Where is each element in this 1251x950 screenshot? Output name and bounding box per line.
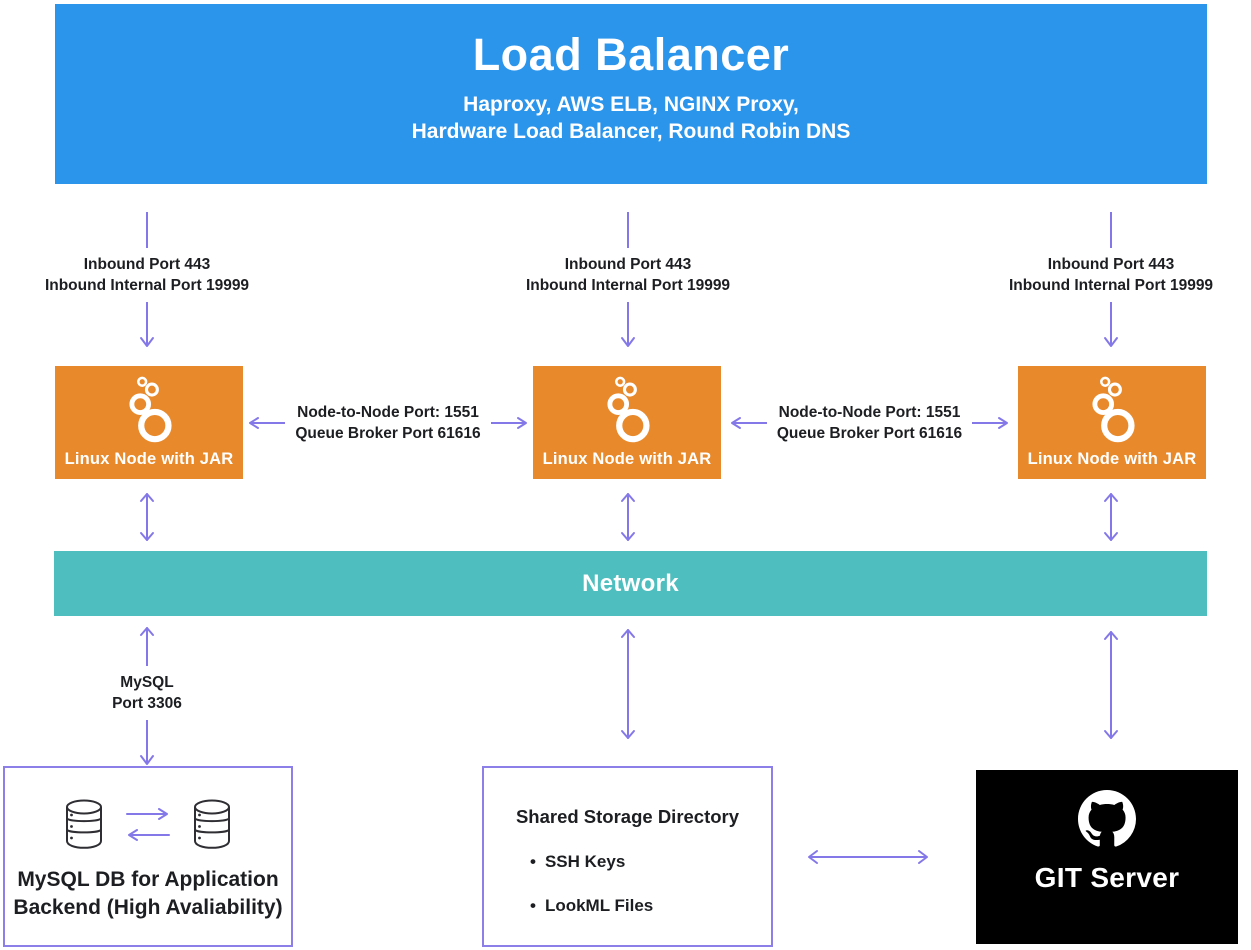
linux-node-box-1: Linux Node with JAR — [55, 366, 243, 479]
mysql-port-line2: Port 3306 — [112, 695, 182, 712]
node-link-line1: Node-to-Node Port: 1551 — [297, 404, 479, 421]
arrow-left-icon — [128, 828, 170, 841]
arrow-updown-icon — [1104, 631, 1118, 739]
inbound-port-line1: Inbound Port 443 — [83, 256, 211, 273]
arrow-updown-icon — [1104, 493, 1118, 541]
inbound-port-label: Inbound Port 443 Inbound Internal Port 1… — [1009, 254, 1213, 296]
node-label: Linux Node with JAR — [1027, 450, 1197, 468]
load-balancer-title: Load Balancer — [472, 29, 790, 80]
database-replication-graphic — [62, 798, 234, 850]
node-link-line2: Queue Broker Port 61616 — [776, 425, 963, 442]
mysql-db-box: MySQL DB for Application Backend (High A… — [3, 766, 293, 947]
looker-icon — [1092, 376, 1135, 443]
arrow-left-icon — [249, 417, 286, 429]
mysql-box-title-line2: Backend (High Avaliability) — [13, 896, 283, 919]
replication-arrows — [126, 807, 170, 841]
arrow-right-icon — [126, 807, 168, 820]
inbound-port-label: Inbound Port 443 Inbound Internal Port 1… — [526, 254, 730, 296]
looker-icon — [607, 376, 650, 443]
shared-storage-box: Shared Storage Directory • SSH Keys • Look… — [482, 766, 773, 947]
node-link-2: Node-to-Node Port: 1551 Queue Broker Por… — [723, 392, 1016, 454]
mysql-port-line1: MySQL — [120, 674, 174, 691]
storage-item-lookml-files: • LookML Files — [530, 896, 771, 916]
mysql-box-title-line1: MySQL DB for Application — [17, 868, 279, 891]
node-link-line2: Queue Broker Port 61616 — [295, 425, 481, 442]
inbound-link-left: Inbound Port 443 Inbound Internal Port 1… — [27, 212, 267, 348]
looker-icon — [129, 376, 172, 443]
database-icon — [66, 799, 102, 849]
arrow-right-icon — [972, 417, 1009, 429]
network-box: Network — [54, 551, 1207, 616]
arrow-updown-icon — [140, 493, 154, 541]
arrow-up-icon — [140, 627, 154, 666]
node-link-1: Node-to-Node Port: 1551 Queue Broker Por… — [245, 392, 531, 454]
arrow-right-icon — [490, 417, 527, 429]
node-label: Linux Node with JAR — [64, 450, 234, 468]
arrow-updown-icon — [621, 629, 635, 739]
arrow-leftright-icon — [808, 850, 928, 864]
node-label: Linux Node with JAR — [542, 450, 712, 468]
network-label: Network — [582, 569, 679, 597]
arrow-down-icon — [140, 720, 154, 765]
inbound-port-line1: Inbound Port 443 — [564, 256, 692, 273]
inbound-port-line2: Inbound Internal Port 19999 — [525, 277, 731, 294]
linux-node-box-3: Linux Node with JAR — [1018, 366, 1206, 479]
node-link-label: Node-to-Node Port: 1551 Queue Broker Por… — [777, 402, 962, 444]
git-server-label: GIT Server — [1034, 862, 1180, 893]
mysql-port-label: MySQL Port 3306 — [112, 672, 182, 714]
database-icon — [194, 799, 230, 849]
storage-item-label: SSH Keys — [544, 852, 626, 871]
mysql-link: MySQL Port 3306 — [27, 624, 267, 766]
inbound-port-line2: Inbound Internal Port 19999 — [1008, 277, 1214, 294]
shared-storage-title: Shared Storage Directory — [515, 806, 740, 827]
inbound-port-line2: Inbound Internal Port 19999 — [44, 277, 250, 294]
node-link-label: Node-to-Node Port: 1551 Queue Broker Por… — [295, 402, 480, 444]
inbound-link-center: Inbound Port 443 Inbound Internal Port 1… — [508, 212, 748, 348]
git-server-box: GIT Server — [976, 770, 1238, 944]
inbound-port-label: Inbound Port 443 Inbound Internal Port 1… — [45, 254, 249, 296]
inbound-link-right: Inbound Port 443 Inbound Internal Port 1… — [991, 212, 1231, 348]
arrow-updown-icon — [621, 493, 635, 541]
bullet-icon: • — [530, 852, 536, 871]
bullet-icon: • — [530, 896, 536, 915]
github-icon — [1078, 790, 1136, 847]
linux-node-box-2: Linux Node with JAR — [533, 366, 721, 479]
arrow-line — [627, 212, 629, 248]
arrow-left-icon — [730, 417, 767, 429]
arrow-line — [146, 212, 148, 248]
storage-item-label: LookML Files — [544, 896, 654, 915]
arrow-down-icon — [621, 302, 635, 347]
load-balancer-box: Load Balancer Haproxy, AWS ELB, NGINX Pr… — [55, 4, 1207, 184]
inbound-port-line1: Inbound Port 443 — [1047, 256, 1175, 273]
mysql-box-title: MySQL DB for Application Backend (High A… — [13, 866, 282, 922]
load-balancer-subtitle-line2: Hardware Load Balancer, Round Robin DNS — [411, 120, 851, 143]
arrow-line — [1110, 212, 1112, 248]
storage-item-ssh-keys: • SSH Keys — [530, 852, 771, 872]
arrow-down-icon — [1104, 302, 1118, 347]
load-balancer-subtitle-line1: Haproxy, AWS ELB, NGINX Proxy, — [463, 93, 799, 116]
node-link-line1: Node-to-Node Port: 1551 — [778, 404, 961, 421]
arrow-down-icon — [140, 302, 154, 347]
